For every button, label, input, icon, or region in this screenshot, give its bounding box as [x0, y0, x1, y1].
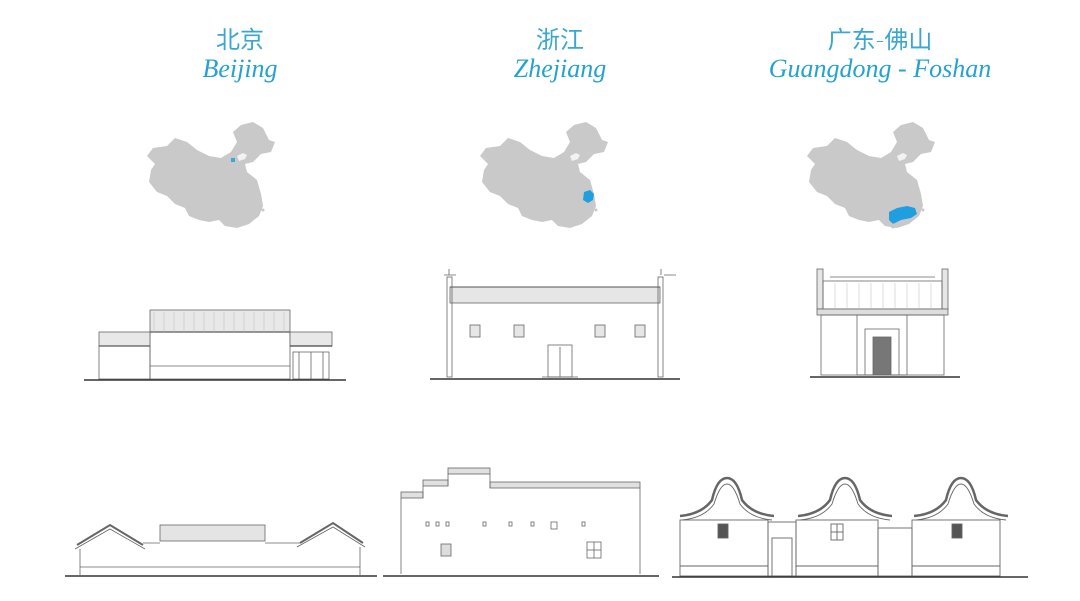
title-foshan: 广东-佛山 Guangdong - Foshan	[740, 26, 1020, 84]
beijing-highlight-icon	[231, 158, 235, 162]
zhejiang-side-elevation	[383, 467, 659, 577]
title-en: Guangdong - Foshan	[768, 54, 992, 83]
zhejiang-highlight-icon	[583, 190, 594, 203]
zhejiang-front-elevation	[430, 269, 680, 380]
china-outline-icon	[147, 122, 275, 228]
china-map-guangdong	[807, 122, 935, 229]
foshan-side-elevation	[672, 476, 1028, 578]
china-outline-icon	[807, 122, 935, 228]
title-zh: 广东-佛山	[827, 26, 933, 54]
beijing-side-elevation	[65, 521, 377, 577]
china-outline-icon	[480, 122, 608, 228]
china-map-beijing	[147, 122, 275, 228]
title-en: Zhejiang	[513, 54, 607, 83]
china-map-zhejiang	[480, 122, 608, 228]
guangdong-highlight-icon	[889, 206, 917, 224]
title-zhejiang: 浙江 Zhejiang	[450, 26, 670, 84]
title-beijing: 北京 Beijing	[130, 26, 350, 84]
foshan-front-elevation	[810, 268, 960, 378]
beijing-front-elevation	[84, 309, 346, 381]
title-zh: 浙江	[536, 26, 584, 54]
title-en: Beijing	[202, 54, 278, 83]
title-zh: 北京	[216, 26, 264, 54]
